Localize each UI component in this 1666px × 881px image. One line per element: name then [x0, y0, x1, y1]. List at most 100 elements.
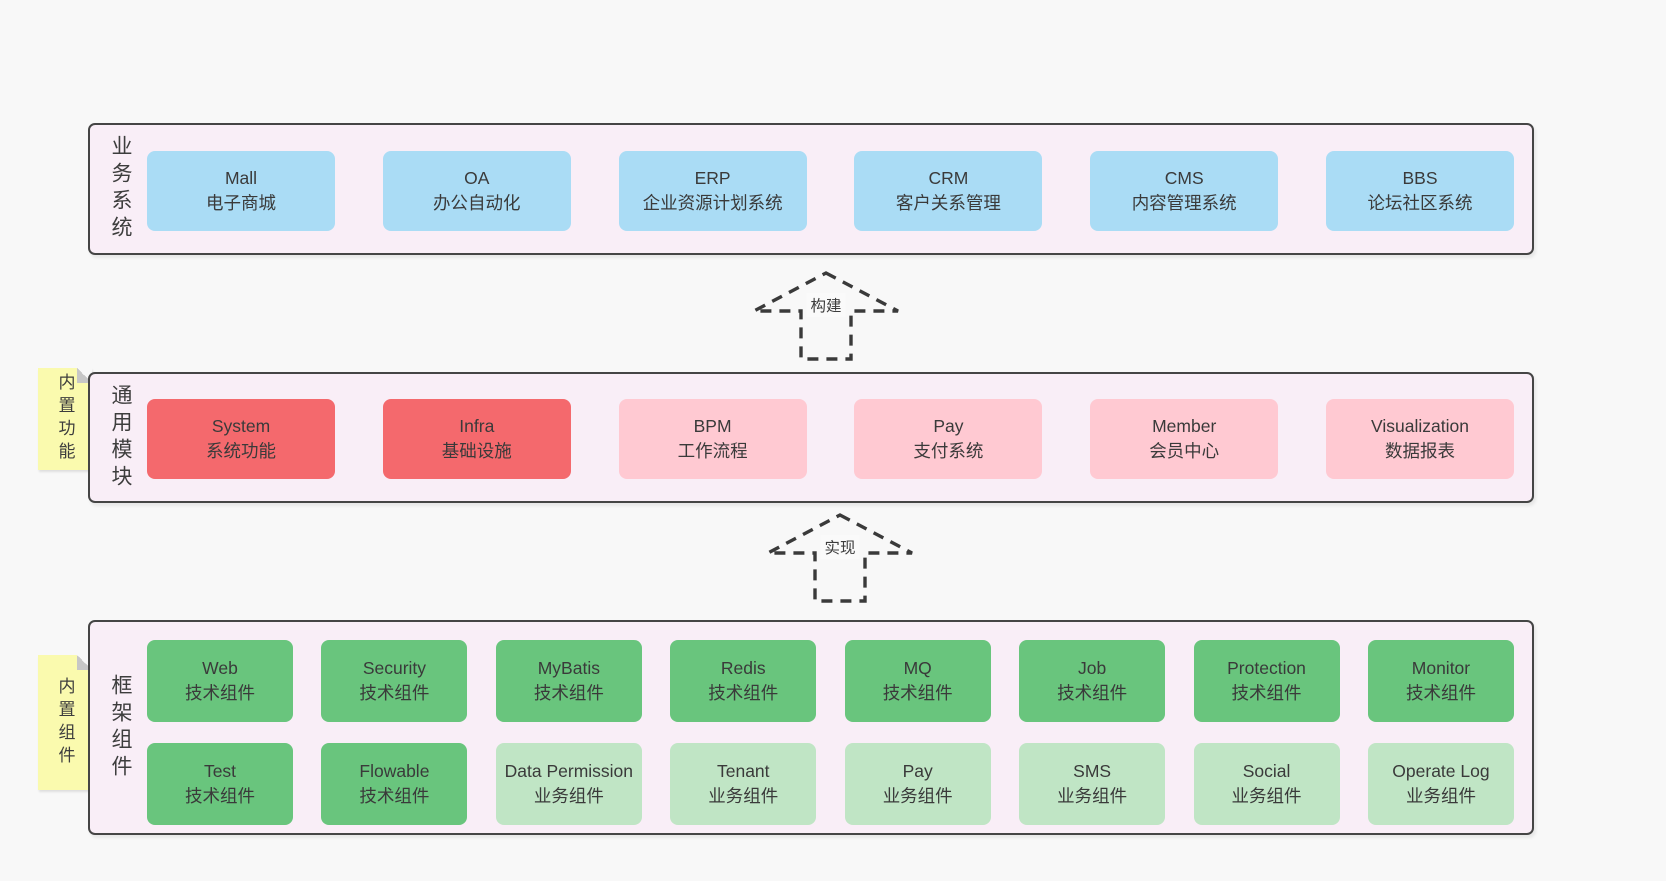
box-subtitle: 会员中心	[1149, 441, 1220, 461]
box-title: BPM	[693, 416, 732, 437]
box-subtitle: 数据报表	[1384, 441, 1455, 461]
box-title: MyBatis	[537, 658, 600, 679]
framework-box-row-2: Test 技术组件 Flowable 技术组件 Data Permission …	[147, 743, 1514, 825]
box-subtitle: 工作流程	[677, 441, 748, 461]
box-mybatis: MyBatis 技术组件	[495, 640, 642, 722]
box-job: Job 技术组件	[1019, 640, 1166, 722]
box-subtitle: 技术组件	[1231, 683, 1302, 703]
framework-box-row-1: Web 技术组件 Security 技术组件 MyBatis 技术组件 Redi…	[147, 640, 1514, 722]
box-title: ERP	[694, 168, 731, 189]
box-security: Security 技术组件	[321, 640, 468, 722]
box-title: OA	[464, 168, 490, 189]
box-title: System	[211, 416, 271, 437]
box-operate-log: Operate Log 业务组件	[1367, 743, 1514, 825]
box-member: Member 会员中心	[1090, 399, 1279, 479]
box-title: Member	[1152, 416, 1217, 437]
box-title: Redis	[720, 658, 766, 679]
modules-box-row: System 系统功能 Infra 基础设施 BPM 工作流程 Pay 支付系统…	[147, 399, 1514, 479]
box-bpm: BPM 工作流程	[618, 399, 807, 479]
business-box-row: Mall 电子商城 OA 办公自动化 ERP 企业资源计划系统 CRM 客户关系…	[147, 151, 1514, 231]
box-title: Tenant	[716, 761, 770, 782]
box-subtitle: 系统功能	[206, 441, 276, 461]
box-subtitle: 技术组件	[708, 683, 779, 703]
implement-arrow-icon: 实现	[765, 512, 915, 604]
box-title: Monitor	[1411, 658, 1471, 679]
box-subtitle: 业务组件	[1405, 786, 1476, 806]
box-subtitle: 技术组件	[185, 786, 255, 806]
box-subtitle: 技术组件	[882, 683, 953, 703]
box-test: Test 技术组件	[147, 743, 293, 825]
box-title: Pay	[902, 761, 933, 782]
box-subtitle: 业务组件	[533, 786, 604, 806]
box-title: Security	[362, 658, 427, 679]
box-mq: MQ 技术组件	[844, 640, 991, 722]
layer-title: 业务系统	[109, 135, 132, 243]
box-subtitle: 业务组件	[708, 786, 779, 806]
box-subtitle: 内容管理系统	[1131, 193, 1237, 213]
box-title: Infra	[459, 416, 495, 437]
box-title: Mall	[224, 168, 258, 189]
layer-framework-components: 框架组件 Web 技术组件 Security 技术组件 MyBatis 技术组件…	[88, 620, 1534, 835]
box-title: BBS	[1402, 168, 1438, 189]
box-subtitle: 电子商城	[206, 193, 276, 213]
box-title: Data Permission	[504, 761, 634, 782]
box-web: Web 技术组件	[147, 640, 293, 722]
box-subtitle: 业务组件	[882, 786, 953, 806]
box-monitor: Monitor 技术组件	[1367, 640, 1514, 722]
box-title: Test	[203, 761, 237, 782]
box-subtitle: 支付系统	[913, 441, 984, 461]
box-flowable: Flowable 技术组件	[321, 743, 468, 825]
box-subtitle: 技术组件	[533, 683, 604, 703]
box-subtitle: 技术组件	[359, 786, 430, 806]
sticky-note-built-in-components: 内置组件	[38, 655, 92, 790]
box-title: Flowable	[359, 761, 430, 782]
arrow-label: 构建	[806, 293, 846, 317]
box-subtitle: 业务组件	[1231, 786, 1302, 806]
box-infra: Infra 基础设施	[382, 399, 571, 479]
box-visualization: Visualization 数据报表	[1325, 399, 1514, 479]
box-erp: ERP 企业资源计划系统	[618, 151, 807, 231]
box-cms: CMS 内容管理系统	[1090, 151, 1279, 231]
box-bbs: BBS 论坛社区系统	[1325, 151, 1514, 231]
box-subtitle: 客户关系管理	[895, 193, 1001, 213]
box-title: SMS	[1073, 761, 1112, 782]
box-pay-module: Pay 支付系统	[854, 399, 1043, 479]
sticky-note-built-in-features: 内置功能	[38, 368, 92, 470]
box-title: Social	[1242, 761, 1291, 782]
box-pay-component: Pay 业务组件	[844, 743, 991, 825]
box-title: Job	[1078, 658, 1107, 679]
box-title: Visualization	[1371, 416, 1469, 437]
box-title: CMS	[1164, 168, 1204, 189]
box-tenant: Tenant 业务组件	[670, 743, 817, 825]
box-title: MQ	[903, 658, 932, 679]
box-sms: SMS 业务组件	[1019, 743, 1166, 825]
box-subtitle: 技术组件	[1405, 683, 1476, 703]
sticky-label: 内置功能	[55, 373, 75, 465]
box-subtitle: 基础设施	[441, 441, 512, 461]
box-redis: Redis 技术组件	[670, 640, 817, 722]
layer-title: 通用模块	[109, 383, 132, 492]
layer-title: 框架组件	[109, 673, 132, 782]
build-arrow-icon: 构建	[751, 270, 901, 362]
box-subtitle: 技术组件	[185, 683, 255, 703]
box-protection: Protection 技术组件	[1193, 640, 1340, 722]
box-title: Operate Log	[1392, 761, 1490, 782]
box-subtitle: 企业资源计划系统	[642, 193, 783, 213]
layer-business-systems: 业务系统 Mall 电子商城 OA 办公自动化 ERP 企业资源计划系统 CRM…	[88, 123, 1534, 255]
sticky-label: 内置组件	[55, 676, 75, 769]
box-subtitle: 技术组件	[1057, 683, 1128, 703]
box-title: Protection	[1227, 658, 1306, 679]
box-subtitle: 办公自动化	[433, 193, 521, 213]
box-subtitle: 技术组件	[359, 683, 430, 703]
box-title: Pay	[933, 416, 964, 437]
box-data-permission: Data Permission 业务组件	[495, 743, 642, 825]
box-oa: OA 办公自动化	[382, 151, 571, 231]
arrow-label: 实现	[820, 535, 860, 559]
box-social: Social 业务组件	[1193, 743, 1340, 825]
box-subtitle: 业务组件	[1057, 786, 1128, 806]
box-system: System 系统功能	[147, 399, 335, 479]
box-title: Web	[202, 658, 238, 679]
box-crm: CRM 客户关系管理	[854, 151, 1043, 231]
layer-common-modules: 通用模块 System 系统功能 Infra 基础设施 BPM 工作流程 Pay…	[88, 372, 1534, 503]
